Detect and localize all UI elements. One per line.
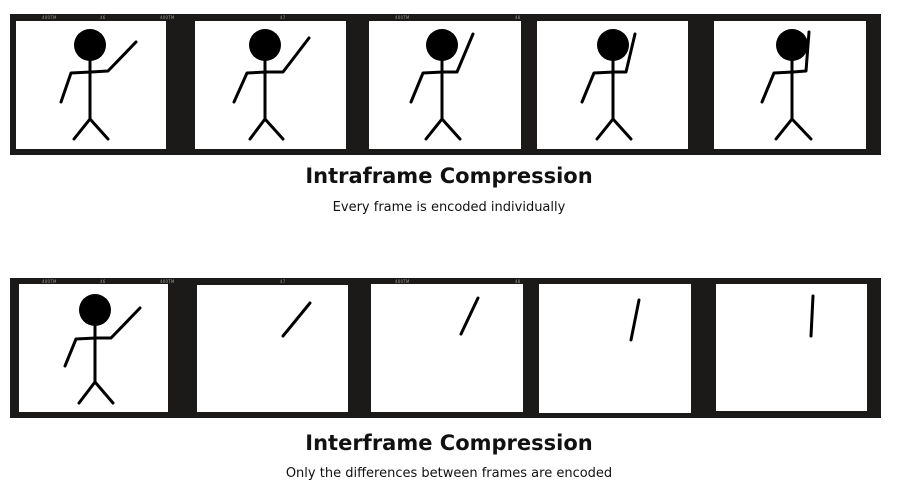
intraframe-title: Intraframe Compression [305, 164, 593, 188]
film-frame-delta [539, 284, 691, 413]
film-frame-delta [716, 284, 867, 411]
film-edge-markings [10, 147, 881, 155]
film-edge-markings: 400TM 46 400TM 47 400TM 48 [10, 278, 881, 286]
interframe-title: Interframe Compression [305, 431, 593, 455]
stick-figure-waving [760, 29, 813, 141]
stick-figure-waving [409, 29, 475, 141]
edge-mark: 46 [100, 15, 106, 20]
stick-figure-waving [63, 294, 142, 405]
edge-mark: 400TM [395, 279, 410, 284]
intraframe-caption: Every frame is encoded individually [332, 200, 566, 215]
film-edge-markings [10, 410, 881, 418]
edge-mark: 400TM [160, 15, 175, 20]
edge-mark: 48 [515, 279, 521, 284]
arm-difference-stroke [459, 296, 480, 336]
interframe-caption: Only the differences between frames are … [285, 466, 613, 481]
edge-mark: 400TM [395, 15, 410, 20]
film-frame [537, 21, 688, 149]
edge-mark: 46 [100, 279, 106, 284]
film-frame [195, 21, 346, 149]
film-frame-keyframe [19, 284, 168, 412]
edge-mark: 400TM [42, 279, 57, 284]
arm-difference-stroke [629, 298, 641, 342]
edge-mark: 47 [280, 279, 286, 284]
interframe-film-strip: 400TM 46 400TM 47 400TM 48 [10, 278, 881, 418]
film-frame-delta [197, 285, 348, 412]
edge-mark: 47 [280, 15, 286, 20]
film-frame-delta [371, 284, 523, 412]
stick-figure-waving [232, 29, 311, 141]
arm-difference-stroke [809, 294, 815, 338]
edge-mark: 48 [515, 15, 521, 20]
stick-figure-waving [580, 29, 637, 141]
film-frame [369, 21, 521, 149]
film-edge-markings: 400TM 46 400TM 47 400TM 48 [10, 14, 881, 22]
edge-mark: 400TM [42, 15, 57, 20]
edge-mark: 400TM [160, 279, 175, 284]
intraframe-film-strip: 400TM 46 400TM 47 400TM 48 [10, 14, 881, 155]
stick-figure-waving [59, 29, 138, 141]
film-frame [16, 21, 166, 149]
arm-difference-stroke [281, 301, 312, 338]
film-frame [714, 21, 866, 149]
